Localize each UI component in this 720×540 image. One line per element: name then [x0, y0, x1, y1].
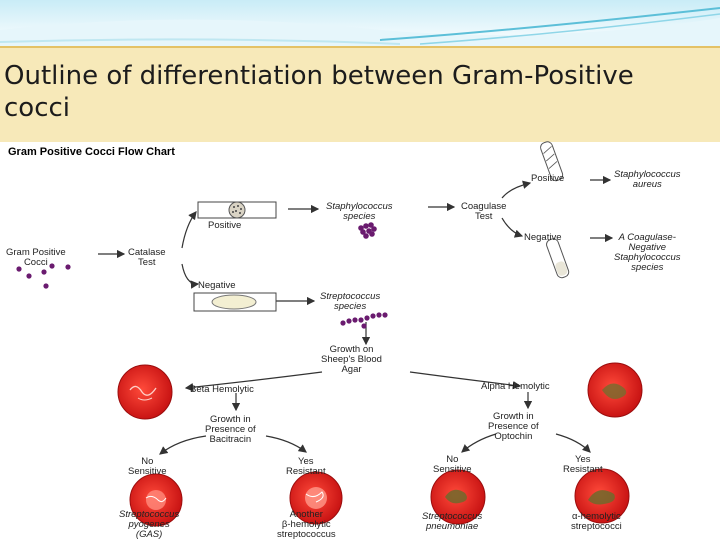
- alpha-hemolytic-plate: [587, 362, 643, 418]
- flow-arrows: [98, 175, 614, 455]
- catalase-line-1: Catalase: [128, 247, 166, 258]
- catalase-positive-label: Positive: [208, 220, 242, 231]
- pneumoniae-plate: [430, 469, 486, 525]
- negative-slide: [193, 292, 277, 312]
- another-beta-hemolytic-label: Another β-hemolytic streptococcus: [277, 510, 336, 540]
- agar-line-3: Agar: [341, 364, 362, 375]
- alpha-no-sensitive-label: No Sensitive: [433, 455, 472, 475]
- pyogenes-plate: [129, 473, 183, 527]
- other-beta-plate: [289, 471, 343, 525]
- bacitracin-line-3: Bacitracin: [209, 434, 252, 445]
- other-alpha-line-2: streptococci: [571, 521, 622, 532]
- staphylococcus-aureus-label: Staphylococcus aureus: [614, 170, 681, 190]
- streptococcus-pneumoniae-label: Streptococcus pneumoniae: [422, 512, 482, 532]
- beta-hemolytic-label: Beta Hemolytic: [190, 384, 254, 395]
- aureus-line-1: Staphylococcus: [614, 169, 681, 180]
- optochin-line-2: Presence of: [488, 421, 539, 432]
- catalase-negative-label: Negative: [198, 280, 236, 291]
- decorative-wave-banner: [0, 0, 720, 48]
- alpha-yes-resistant-label: Yes Resistant: [563, 455, 603, 475]
- alpha-no-line-2: Sensitive: [433, 464, 472, 475]
- coagulase-line-2: Test: [474, 211, 493, 222]
- beta-no-sensitive-label: No Sensitive: [128, 457, 167, 477]
- alpha-yes-line-2: Resistant: [563, 464, 603, 475]
- staphylococcus-clusters: [358, 222, 377, 239]
- optochin-line-3: Optochin: [494, 431, 533, 442]
- streptococcus-species-label: Streptococcus species: [320, 292, 380, 312]
- staphylococcus-species-label: Staphylococcus species: [326, 202, 393, 222]
- staph-line-1: Staphylococcus: [326, 201, 393, 212]
- beta-no-line-2: Sensitive: [128, 466, 167, 477]
- strep-line-2: species: [333, 301, 367, 312]
- coagulase-positive-tube: [540, 141, 564, 182]
- beta-yes-resistant-label: Yes Resistant: [286, 457, 326, 477]
- streptococcus-chain: [340, 312, 388, 329]
- pneumoniae-line-1: Streptococcus: [422, 511, 483, 522]
- growth-blood-agar-label: Growth on Sheep's Blood Agar: [321, 345, 382, 375]
- pyogenes-line-3: (GAS): [135, 529, 163, 540]
- staph-line-2: species: [343, 211, 376, 222]
- bacitracin-label: Growth in Presence of Bacitracin: [205, 415, 256, 445]
- aureus-line-2: aureus: [632, 179, 662, 190]
- bacitracin-line-1: Growth in: [210, 414, 251, 425]
- optochin-line-1: Growth in: [493, 411, 534, 422]
- bacitracin-line-2: Presence of: [205, 424, 256, 435]
- positive-slide: [197, 201, 277, 219]
- start-line-1: Gram Positive: [6, 247, 66, 258]
- coagulase-negative-tube: [546, 238, 570, 279]
- agar-line-1: Growth on: [329, 344, 374, 355]
- start-line-2: Cocci: [23, 257, 48, 268]
- coagulase-line-1: Coagulase: [461, 201, 507, 212]
- catalase-test-label: Catalase Test: [128, 248, 166, 268]
- beta-no-line-1: No: [141, 456, 154, 467]
- coagulase-positive-label: Positive: [531, 173, 565, 184]
- other-alpha-line-1: α-hemolytic: [571, 511, 621, 522]
- pyogenes-line-2: pyogenes: [128, 519, 170, 530]
- cons-line-1: A Coagulase-: [618, 232, 676, 243]
- slide-title-line-2: cocci: [4, 93, 71, 123]
- slide-title-line-1: Outline of differentiation between Gram-…: [4, 61, 634, 91]
- other-beta-line-3: streptococcus: [277, 529, 336, 540]
- alpha-yes-line-1: Yes: [575, 454, 591, 465]
- strep-line-1: Streptococcus: [320, 291, 381, 302]
- other-beta-line-2: β-hemolytic: [281, 519, 331, 530]
- cons-line-3: Staphylococcus: [614, 252, 681, 263]
- slide-title: Outline of differentiation between Gram-…: [4, 60, 634, 124]
- alpha-no-line-1: No: [446, 454, 459, 465]
- agar-line-2: Sheep's Blood: [321, 354, 382, 365]
- alpha-hemolytic-streptococci-label: α-hemolytic streptococci: [571, 512, 622, 532]
- beta-yes-line-1: Yes: [298, 456, 314, 467]
- gram-positive-cocci-dots: [16, 263, 71, 289]
- coagulase-negative-label: Negative: [524, 232, 562, 243]
- catalase-line-2: Test: [138, 257, 156, 268]
- beta-hemolytic-plate: [117, 364, 173, 420]
- other-alpha-plate: [574, 468, 630, 524]
- other-beta-line-1: Another: [289, 509, 323, 520]
- pneumoniae-line-2: pneumoniae: [425, 521, 479, 532]
- cons-line-2: Negative: [628, 242, 667, 253]
- beta-yes-line-2: Resistant: [286, 466, 326, 477]
- title-box: Outline of differentiation between Gram-…: [0, 46, 720, 142]
- coagulase-test-label: Coagulase Test: [461, 202, 506, 222]
- gram-positive-cocci-label: Gram Positive Cocci: [6, 248, 66, 268]
- flow-chart-heading: Gram Positive Cocci Flow Chart: [8, 146, 175, 158]
- optochin-label: Growth in Presence of Optochin: [488, 412, 539, 442]
- coagulase-negative-staph-label: A Coagulase- Negative Staphylococcus spe…: [614, 233, 681, 273]
- pyogenes-line-1: Streptococcus: [119, 509, 180, 520]
- alpha-hemolytic-label: Alpha Hemolytic: [481, 381, 550, 392]
- cons-line-4: species: [631, 262, 664, 273]
- streptococcus-pyogenes-label: Streptococcus pyogenes (GAS): [119, 510, 179, 540]
